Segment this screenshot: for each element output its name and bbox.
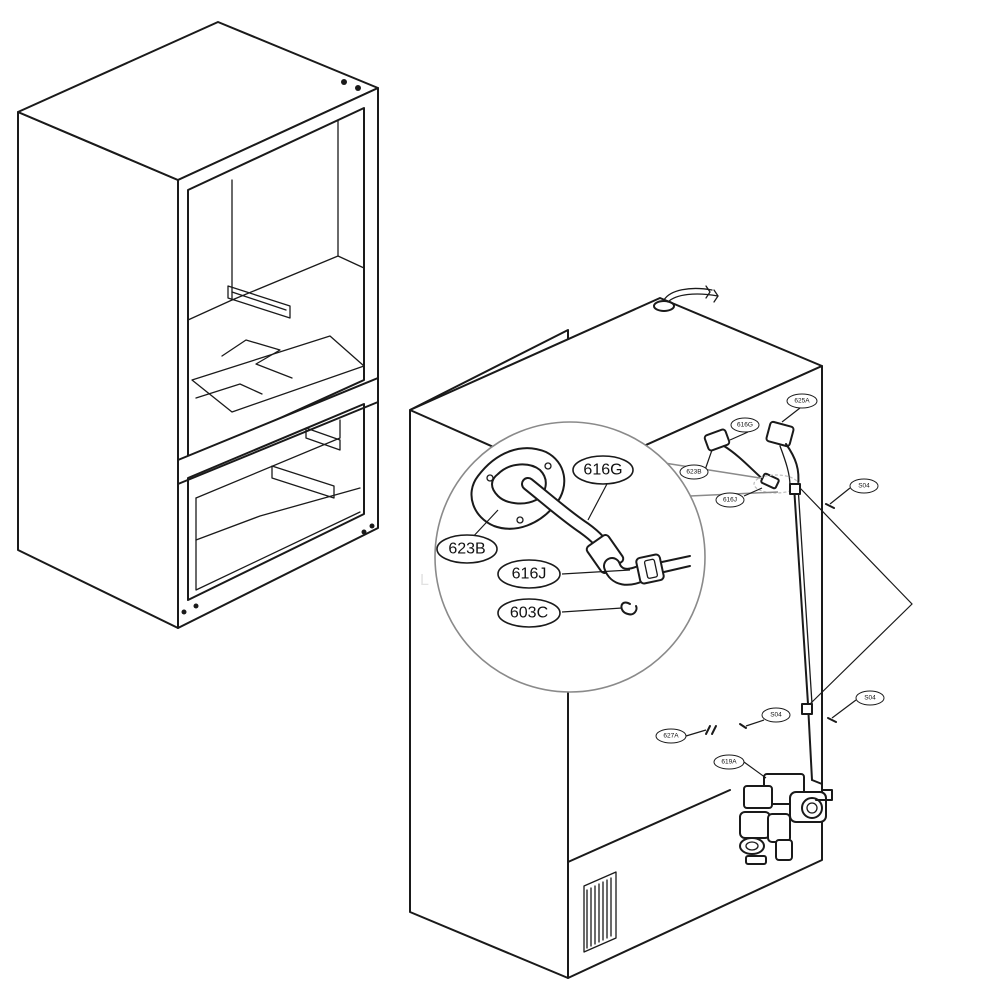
pointer-lines	[799, 487, 913, 705]
svg-text:616G: 616G	[583, 462, 622, 479]
fresh-food-opening	[187, 107, 365, 461]
callout-S04-top: S04	[849, 478, 879, 494]
svg-text:S04: S04	[770, 712, 782, 719]
svg-text:625A: 625A	[794, 398, 810, 405]
cabinet-screw	[193, 603, 199, 609]
callout-623B: 623B	[436, 534, 498, 564]
svg-text:627A: 627A	[663, 733, 679, 740]
callout-619A: 619A	[713, 754, 745, 770]
upper-fitting-assembly	[703, 420, 800, 494]
clip-627A	[705, 725, 717, 735]
shelf-rail	[227, 285, 291, 319]
top-wires	[663, 287, 719, 303]
water-valve-assembly	[739, 773, 833, 865]
svg-text:616J: 616J	[723, 497, 737, 504]
svg-text:S04: S04	[864, 695, 876, 702]
top-grommet	[653, 300, 675, 312]
callout-623B-small: 623B	[679, 464, 709, 480]
svg-text:623B: 623B	[686, 469, 701, 476]
svg-text:603C: 603C	[510, 605, 548, 622]
cabinet-screw	[355, 85, 361, 91]
callout-616J: 616J	[497, 559, 561, 589]
vent-grille	[583, 871, 617, 953]
upper-floor	[191, 335, 365, 413]
cabinet-left-side	[17, 111, 179, 629]
callout-S04-left: S04	[761, 707, 791, 723]
freezer-rail	[271, 465, 335, 499]
callout-S04-mid: S04	[855, 690, 885, 706]
svg-text:623B: 623B	[448, 541, 485, 558]
cabinet-screw	[181, 609, 187, 615]
callout-603C: 603C	[497, 598, 561, 628]
svg-text:619A: 619A	[721, 759, 737, 766]
screw-s04	[739, 723, 747, 729]
cabinet-screw	[369, 523, 375, 529]
svg-text:S04: S04	[858, 483, 870, 490]
refrigerator-cabinet-front	[17, 21, 379, 629]
connector-625A-part	[765, 420, 795, 448]
callout-616J-small: 616J	[715, 492, 745, 508]
zoom-detail	[434, 421, 779, 693]
grommet-plate-small	[703, 428, 731, 452]
callout-627A: 627A	[655, 728, 687, 744]
screw-s04	[825, 503, 835, 509]
callout-616G: 616G	[572, 455, 634, 485]
clip-603C	[620, 601, 638, 616]
cabinet-divider	[177, 377, 379, 485]
svg-text:616G: 616G	[737, 422, 753, 429]
inner-back-wall	[231, 119, 339, 301]
cabinet-front-frame	[177, 87, 379, 629]
svg-text:616J: 616J	[512, 566, 547, 583]
callout-616G-small: 616G	[730, 417, 760, 433]
freezer-opening	[187, 403, 365, 601]
cabinet-screw	[341, 79, 347, 85]
screw-s04	[827, 717, 837, 723]
cabinet-screw	[361, 529, 367, 535]
callout-625A: 625A	[786, 393, 818, 409]
